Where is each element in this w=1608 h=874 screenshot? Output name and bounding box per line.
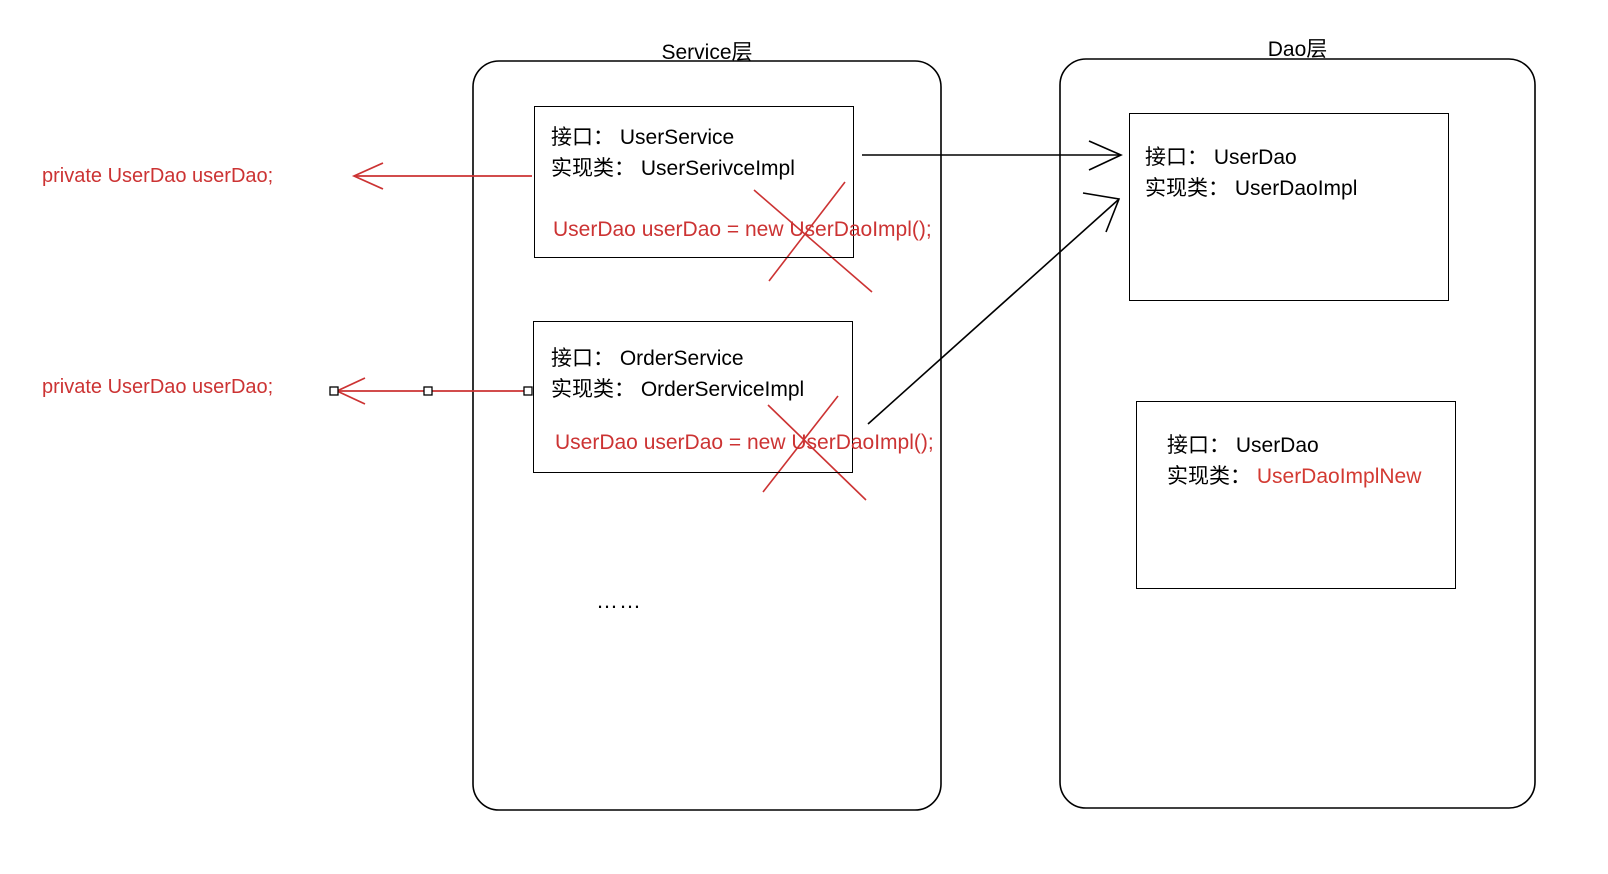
service-layer-title: Service层	[661, 41, 753, 64]
impl-label: 实现类：	[551, 378, 635, 401]
interface-name: OrderService	[619, 347, 744, 370]
annotation-field-order-service: private UserDao userDao;	[42, 376, 274, 398]
user-service-impl-line: 实现类： UserSerivceImpl	[551, 154, 795, 184]
more-classes-ellipsis: ……	[596, 588, 642, 613]
interface-name: UserDao	[1213, 146, 1297, 169]
user-dao-impl-line: 实现类： UserDaoImpl	[1145, 174, 1357, 204]
user-dao-new-interface-line: 接口： UserDao	[1167, 431, 1319, 461]
arrow-userservice-field	[351, 162, 532, 190]
user-service-interface-line: 接口： UserService	[551, 123, 734, 153]
selection-handle-start	[523, 386, 533, 396]
user-service-code-line: UserDao userDao = new UserDaoImpl();	[553, 218, 932, 241]
interface-label: 接口：	[1145, 146, 1208, 169]
class-box-user-dao-new[interactable]	[1136, 401, 1456, 589]
user-dao-interface-line: 接口： UserDao	[1145, 143, 1297, 173]
annotation-field-user-service: private UserDao userDao;	[42, 165, 274, 187]
impl-label: 实现类：	[1167, 465, 1251, 488]
interface-name: UserDao	[1235, 434, 1319, 457]
impl-label: 实现类：	[551, 157, 635, 180]
class-box-user-service[interactable]	[534, 106, 854, 258]
impl-label: 实现类：	[1145, 177, 1229, 200]
interface-label: 接口：	[551, 126, 614, 149]
interface-label: 接口：	[551, 347, 614, 370]
interface-label: 接口：	[1167, 434, 1230, 457]
dao-layer-title: Dao层	[1267, 38, 1328, 61]
arrow-orderservice-field[interactable]	[329, 377, 533, 405]
order-service-impl-line: 实现类： OrderServiceImpl	[551, 375, 804, 405]
impl-name: UserSerivceImpl	[640, 157, 795, 180]
impl-name: OrderServiceImpl	[640, 378, 805, 401]
user-dao-new-impl-line: 实现类： UserDaoImplNew	[1167, 462, 1421, 492]
order-service-code-line: UserDao userDao = new UserDaoImpl();	[555, 431, 934, 454]
arrow-userservice-to-userdao	[862, 140, 1123, 171]
impl-name: UserDaoImpl	[1234, 177, 1358, 200]
interface-name: UserService	[619, 126, 735, 149]
class-box-order-service[interactable]	[533, 321, 853, 473]
order-service-interface-line: 接口： OrderService	[551, 344, 744, 374]
class-box-user-dao[interactable]	[1129, 113, 1449, 301]
selection-handle-mid	[423, 386, 433, 396]
selection-handle-end	[329, 386, 339, 396]
impl-name-highlighted: UserDaoImplNew	[1256, 465, 1422, 488]
